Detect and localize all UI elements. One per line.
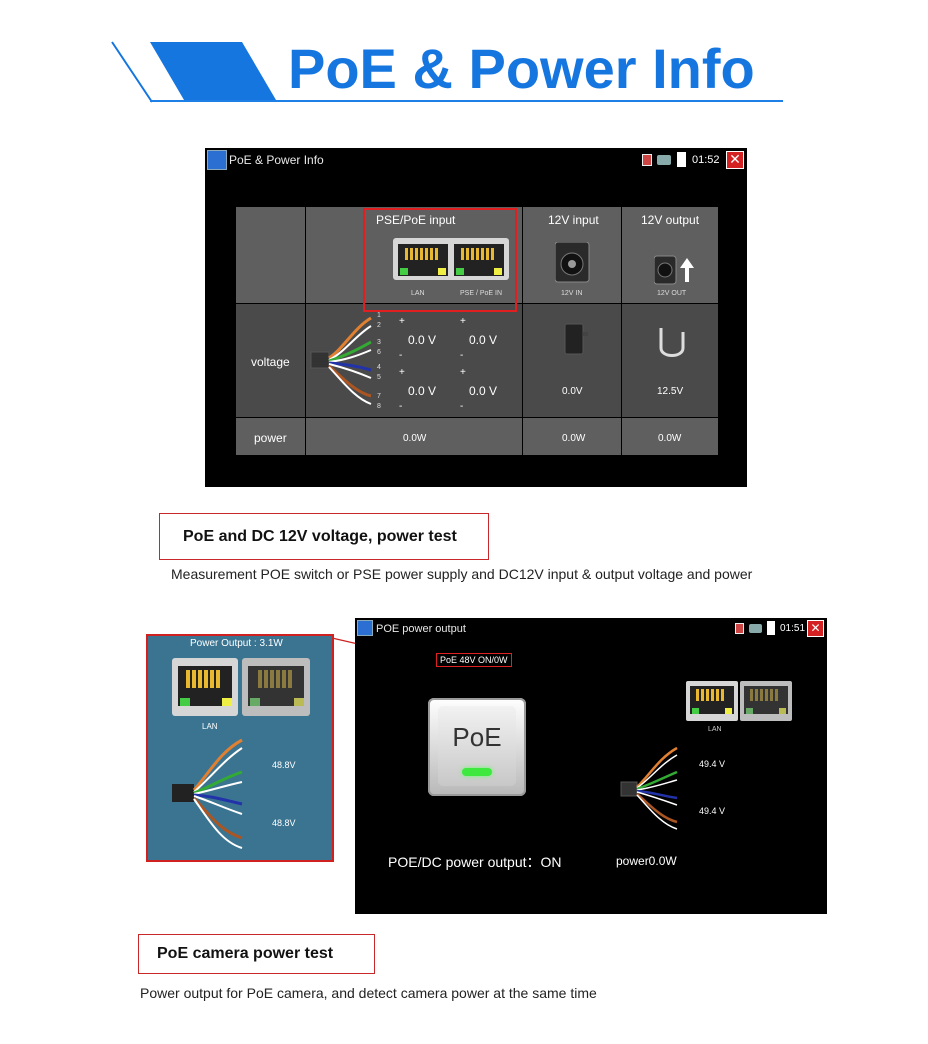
header-empty-1 — [236, 207, 305, 303]
voltage-reading-1: 49.4 V — [699, 759, 726, 769]
pin-4: 4 — [377, 364, 381, 371]
highlight-box-pse — [363, 208, 517, 312]
power-adapter-icon — [564, 323, 588, 355]
col-12v-output: 12V output — [641, 213, 700, 227]
caption-1-desc: Measurement POE switch or PSE power supp… — [171, 566, 753, 582]
inset-title: Power Output : 3.1W — [190, 638, 283, 649]
power-output-status: POE/DC power output：ON — [388, 854, 562, 870]
sign-minus-2a: - — [399, 401, 403, 412]
inset-voltage-2: 48.8V — [272, 818, 296, 828]
voltage-12v-in: 0.0V — [562, 386, 583, 397]
voltage-12v-in-cell — [523, 304, 621, 417]
clock-2: 01:51 — [780, 623, 806, 634]
sign-minus-2b: - — [460, 401, 464, 412]
caption-2-desc: Power output for PoE camera, and detect … — [140, 985, 597, 1001]
battery-icon — [677, 152, 686, 167]
pin-6: 6 — [377, 349, 381, 356]
col-pse-poe-input: PSE/PoE input — [376, 213, 456, 227]
sign-minus-1a: - — [399, 350, 403, 361]
inset-voltage-1: 48.8V — [272, 760, 296, 770]
row-power-label-cell — [236, 418, 305, 455]
app-icon-2 — [357, 620, 373, 636]
close-button-2[interactable]: ✕ — [807, 620, 824, 637]
power-reading: power0.0W — [616, 854, 677, 868]
poe-led-indicator — [462, 768, 492, 776]
page-title: PoE & Power Info — [288, 37, 755, 100]
battery-icon-2 — [767, 621, 775, 635]
pin-3: 3 — [377, 339, 381, 346]
sign-plus-1a: + — [399, 316, 405, 327]
sign-plus-1b: + — [460, 316, 466, 327]
power-output-inset: Power Output : 3.1W LAN 48.8V 48.8V — [146, 634, 334, 862]
voltage-reading-2: 49.4 V — [699, 806, 726, 816]
sign-minus-1b: - — [460, 350, 464, 361]
ethernet-cable-icon-2 — [620, 746, 678, 830]
power-pse-cell — [306, 418, 522, 455]
network-icon-2 — [749, 624, 762, 633]
col-12v-input: 12V input — [548, 213, 599, 227]
voltage-12v-out-cell — [622, 304, 718, 417]
port-label-12v-out: 12V OUT — [657, 290, 687, 297]
voltage-45-a: 0.0 V — [408, 384, 437, 398]
sd-card-icon — [642, 154, 652, 166]
sign-plus-2a: + — [399, 367, 405, 378]
poe-button-label: PoE — [452, 722, 502, 752]
header-12v-output — [622, 207, 718, 303]
caption-2-box — [138, 934, 375, 974]
port-label-pse: PSE / PoE IN — [460, 290, 503, 297]
port-label-lan: LAN — [411, 290, 425, 297]
pin-1: 1 — [377, 312, 381, 319]
close-button[interactable]: ✕ — [726, 151, 744, 169]
rj45-ports-icon-2 — [686, 681, 792, 721]
lan-label-2: LAN — [708, 726, 722, 733]
ethernet-cable-icon — [310, 316, 372, 405]
dc-cable-icon — [659, 328, 685, 357]
network-icon — [657, 155, 671, 165]
clock: 01:52 — [692, 154, 720, 166]
voltage-45-b: 0.0 V — [469, 384, 498, 398]
power-pse: 0.0W — [403, 433, 427, 444]
poe-toggle-button[interactable]: PoE — [428, 698, 526, 796]
power-12v-out-cell — [622, 418, 718, 455]
voltage-12v-out: 12.5V — [657, 386, 684, 397]
poe-power-output-screen: POE power output 01:51 ✕ PoE 48V ON/0W P… — [355, 618, 827, 914]
voltage-12-a: 0.0 V — [408, 333, 437, 347]
port-label-12v-in: 12V IN — [561, 290, 583, 297]
pin-8: 8 — [377, 403, 381, 410]
power-12v-in: 0.0W — [562, 433, 586, 444]
inset-lan-label: LAN — [202, 722, 218, 731]
poe-status-badge: PoE 48V ON/0W — [436, 653, 512, 667]
row-label-power: power — [254, 431, 287, 445]
sign-plus-2b: + — [460, 367, 466, 378]
caption-1-box — [159, 513, 489, 560]
power-12v-in-cell — [523, 418, 621, 455]
title-underline — [150, 100, 783, 102]
caption-1-title: PoE and DC 12V voltage, power test — [183, 528, 457, 545]
dc-jack-icon — [555, 242, 590, 283]
window-title: PoE & Power Info — [229, 153, 324, 167]
pin-2: 2 — [377, 322, 381, 329]
sd-card-icon-2 — [735, 623, 744, 634]
row-label-voltage: voltage — [251, 355, 290, 369]
voltage-12-b: 0.0 V — [469, 333, 498, 347]
caption-2-title: PoE camera power test — [157, 945, 334, 962]
dc-out-jack-icon — [654, 255, 694, 285]
header-banner — [0, 30, 928, 110]
inset-cable-icon — [172, 738, 243, 849]
pin-7: 7 — [377, 393, 381, 400]
header-stripe-icon — [111, 41, 276, 103]
inset-rj45-icon — [172, 658, 310, 716]
poe-power-info-screen: PoE & Power Info 01:52 ✕ PSE/PoE input 1… — [205, 148, 747, 487]
window-title-2: POE power output — [376, 623, 466, 635]
power-12v-out: 0.0W — [658, 433, 682, 444]
rj45-ports-icon — [393, 238, 509, 280]
pin-5: 5 — [377, 374, 381, 381]
row-voltage-label-cell — [236, 304, 305, 417]
app-icon — [207, 150, 227, 170]
